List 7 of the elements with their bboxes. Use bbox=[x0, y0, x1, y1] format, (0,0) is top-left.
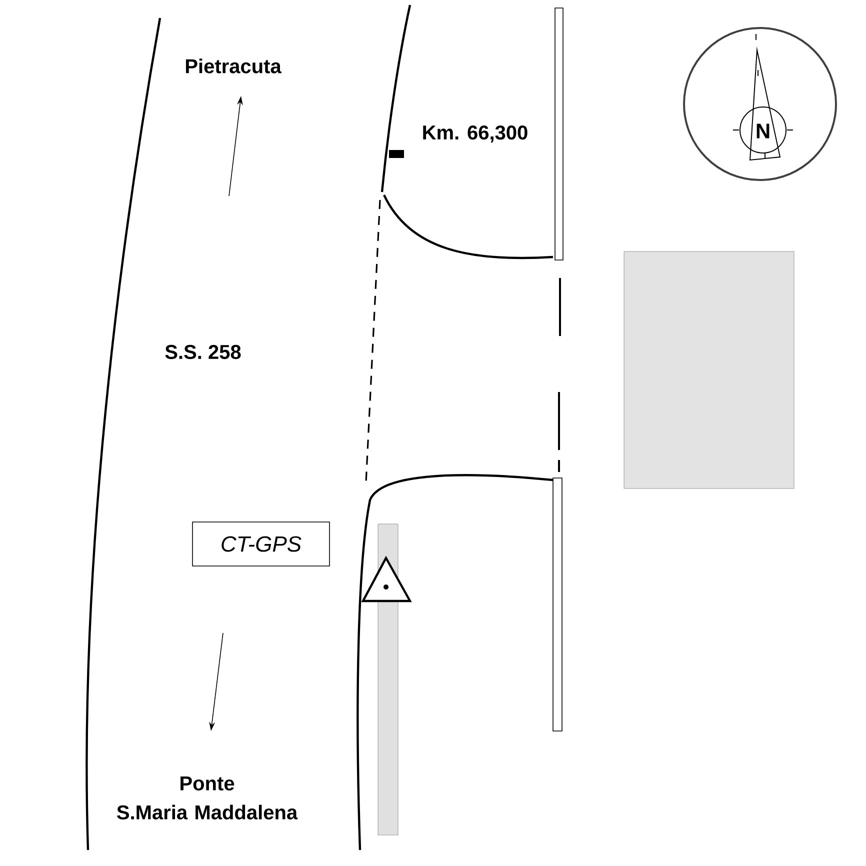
building-box bbox=[624, 251, 794, 489]
place-name: Ponte S.Maria Maddalena bbox=[117, 776, 298, 820]
kilometre-label: Km. 66,300 bbox=[423, 125, 528, 143]
compass-letter: N bbox=[756, 124, 770, 138]
road-name: S.S. 258 bbox=[165, 344, 241, 360]
place-name: Pietracuta bbox=[186, 58, 282, 74]
label-box: CT-GPS bbox=[192, 522, 330, 566]
